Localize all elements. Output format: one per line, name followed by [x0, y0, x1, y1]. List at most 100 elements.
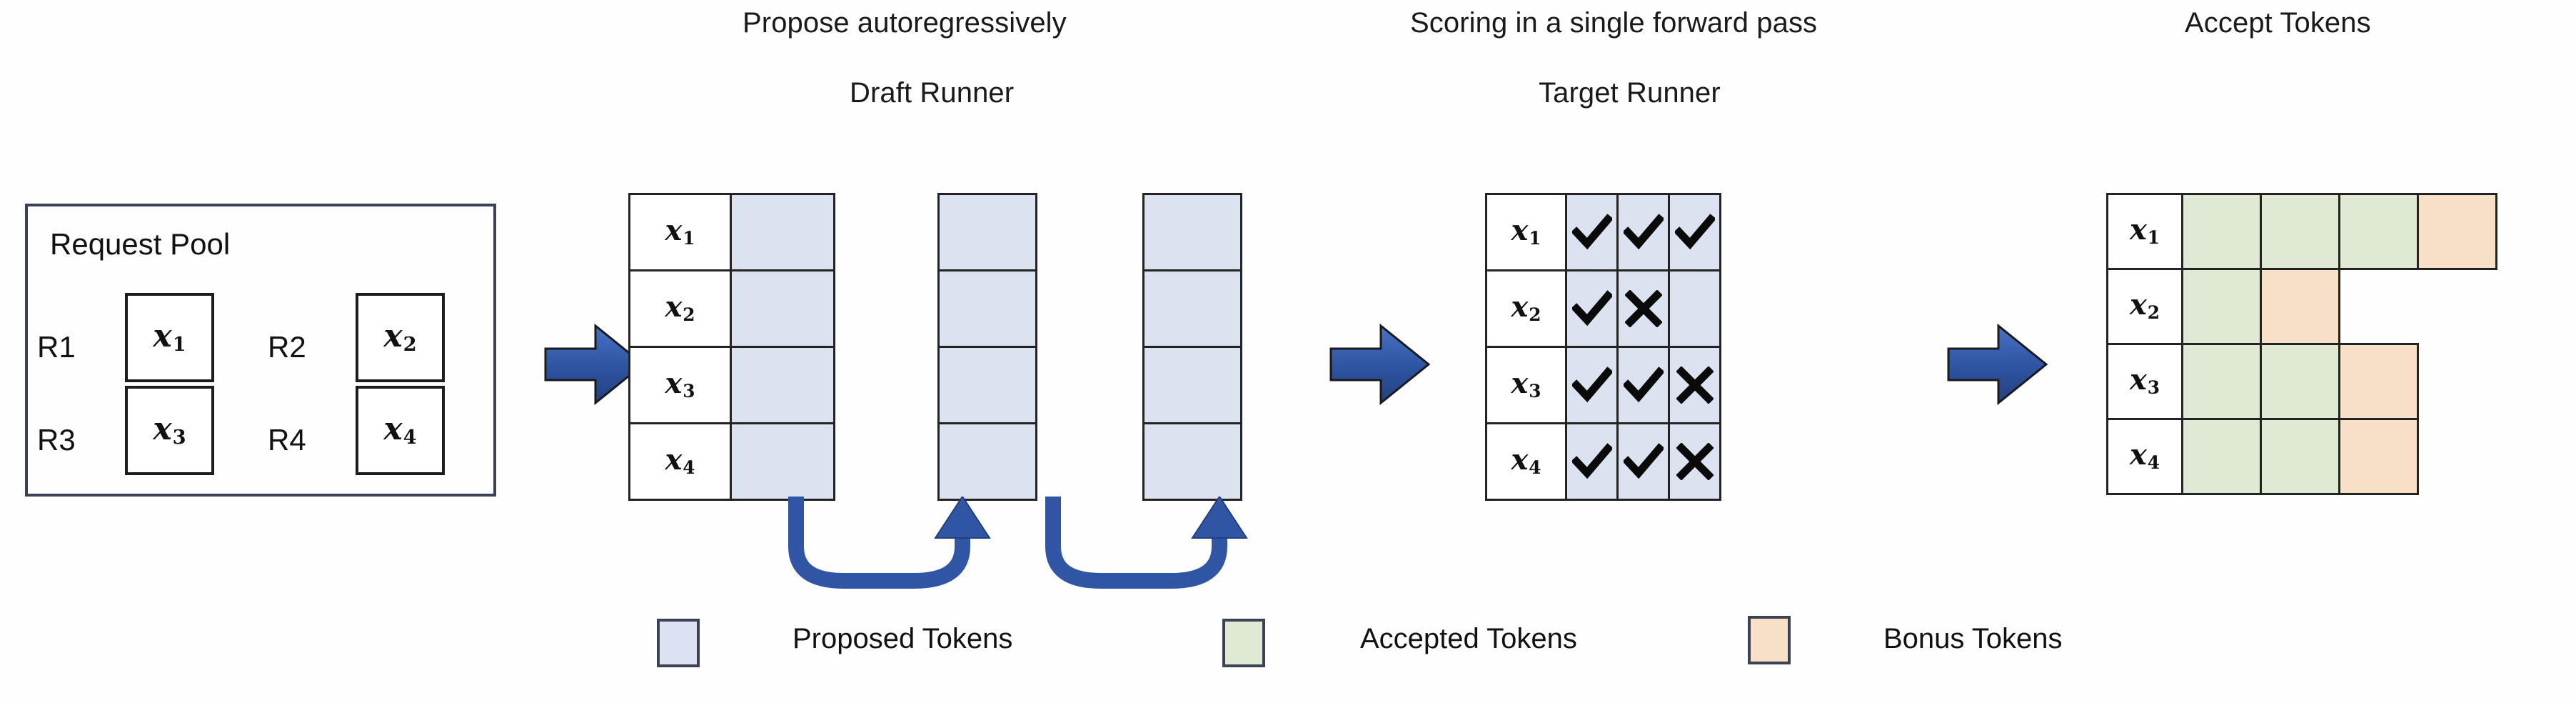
target-row-label-x4: x4 [1485, 422, 1567, 501]
draft-cell-s2-r3 [937, 346, 1037, 424]
token-x4: x4 [383, 410, 417, 449]
token-x2: x2 [665, 290, 695, 325]
token-x3: x3 [1511, 367, 1541, 402]
accept-cell-r4-c1 [2181, 418, 2262, 495]
draft-cell-s3-r2 [1142, 269, 1242, 348]
check-mark-icon [1623, 367, 1664, 403]
token-x4: x4 [1511, 443, 1541, 478]
draft-cell-s3-r1 [1142, 193, 1242, 271]
accept-cell-r2-c2 [2260, 268, 2340, 345]
target-row-label-x3: x3 [1485, 346, 1567, 424]
accept-cell-r3-c3 [2338, 343, 2419, 420]
draft-cell-s3-r3 [1142, 346, 1242, 424]
target-cell-r3-c1 [1565, 346, 1619, 424]
token-x1: x1 [2129, 213, 2160, 248]
legend-swatch-proposed [657, 619, 700, 667]
check-mark-icon [1571, 290, 1612, 326]
target-cell-r4-c1 [1565, 422, 1619, 501]
token-x4: x4 [2129, 438, 2160, 473]
accept-cell-r3-c4-empty [2417, 343, 2497, 420]
heading-accept-tokens: Accept Tokens [2185, 7, 2371, 39]
target-runner-grid: x1 x2 x3 [1485, 193, 1721, 501]
legend-color-box-bonus [1748, 616, 1791, 664]
target-row: x4 [1485, 422, 1721, 501]
accept-row: x4 [2106, 418, 2497, 495]
accept-row: x1 [2106, 193, 2497, 270]
draft-row-label-x4: x4 [628, 422, 732, 501]
target-cell-r2-c2 [1616, 269, 1670, 348]
check-mark-icon [1571, 443, 1612, 479]
accept-row-label-x2: x2 [2106, 268, 2183, 345]
request-token-box-r2: x2 [356, 293, 445, 382]
legend-color-box-proposed [657, 619, 700, 667]
token-x3: x3 [153, 410, 186, 449]
target-cell-r2-c1 [1565, 269, 1619, 348]
legend-label-proposed: Proposed Tokens [793, 623, 1013, 654]
draft-cell-s1-r1 [730, 193, 835, 271]
draft-row: x3 [628, 346, 835, 424]
draft-cell-s2-r4 [937, 422, 1037, 501]
legend-swatch-bonus [1748, 616, 1791, 664]
target-row-label-x2: x2 [1485, 269, 1567, 348]
draft-cell-s1-r3 [730, 346, 835, 424]
draft-cell-s2-r2 [937, 269, 1037, 348]
draft-cell-s2-r1 [937, 193, 1037, 271]
draft-runner-label-column: x1 x2 x3 x4 [628, 193, 835, 501]
target-row: x3 [1485, 346, 1721, 424]
draft-row: x4 [628, 422, 835, 501]
loop-arrow-step2-to-step3 [1035, 495, 1264, 600]
target-cell-r4-c3 [1668, 422, 1721, 501]
token-x4: x4 [665, 443, 695, 478]
request-label-r2: R2 [268, 330, 306, 364]
request-token-box-r3: x3 [125, 386, 214, 475]
accept-cell-r4-c2 [2260, 418, 2340, 495]
draft-cell-s1-r2 [730, 269, 835, 348]
draft-cell-s3-r4 [1142, 422, 1242, 501]
accept-row-label-x1: x1 [2106, 193, 2183, 270]
request-token-box-r1: x1 [125, 293, 214, 382]
flow-arrow-target-to-accept [1946, 321, 2049, 407]
check-mark-icon [1571, 367, 1612, 403]
target-cell-r1-c1 [1565, 193, 1619, 271]
heading-scoring: Scoring in a single forward pass [1410, 7, 1818, 39]
accept-tokens-grid: x1 x2 x3 x4 [2106, 193, 2497, 495]
draft-row-label-x1: x1 [628, 193, 732, 271]
heading-propose: Propose autoregressively [743, 7, 1067, 39]
request-label-r3: R3 [37, 423, 76, 457]
token-x1: x1 [153, 317, 186, 356]
accept-cell-r1-c1 [2181, 193, 2262, 270]
accept-cell-r1-c2 [2260, 193, 2340, 270]
accept-cell-r1-c3 [2338, 193, 2419, 270]
check-mark-icon [1623, 443, 1664, 479]
request-pool-title: Request Pool [50, 227, 231, 261]
target-row: x2 [1485, 269, 1721, 348]
draft-row: x1 [628, 193, 835, 271]
draft-cell-s1-r4 [730, 422, 835, 501]
draft-row-label-x2: x2 [628, 269, 732, 348]
request-token-box-r4: x4 [356, 386, 445, 475]
accept-cell-r4-c4-empty [2417, 418, 2497, 495]
heading-draft-runner: Draft Runner [850, 77, 1015, 109]
accept-row-label-x3: x3 [2106, 343, 2183, 420]
target-cell-r1-c3 [1668, 193, 1721, 271]
draft-runner-step-3-column [1142, 193, 1242, 501]
accept-row-label-x4: x4 [2106, 418, 2183, 495]
token-x2: x2 [383, 317, 417, 356]
accept-row: x2 [2106, 268, 2497, 345]
accept-cell-r2-c4-empty [2417, 268, 2497, 345]
cross-mark-icon [1624, 290, 1662, 327]
request-label-r1: R1 [37, 330, 76, 364]
draft-row: x2 [628, 269, 835, 348]
draft-row-label-x3: x3 [628, 346, 732, 424]
accept-row: x3 [2106, 343, 2497, 420]
check-mark-icon [1571, 214, 1612, 250]
accept-cell-r1-c4 [2417, 193, 2497, 270]
draft-runner-step-2-column [937, 193, 1037, 501]
flow-arrow-draft-to-target [1328, 321, 1432, 407]
legend-color-box-accepted [1222, 619, 1265, 667]
token-x3: x3 [665, 367, 695, 402]
accept-cell-r2-c1 [2181, 268, 2262, 345]
token-x1: x1 [665, 214, 695, 249]
target-cell-r3-c3 [1668, 346, 1721, 424]
